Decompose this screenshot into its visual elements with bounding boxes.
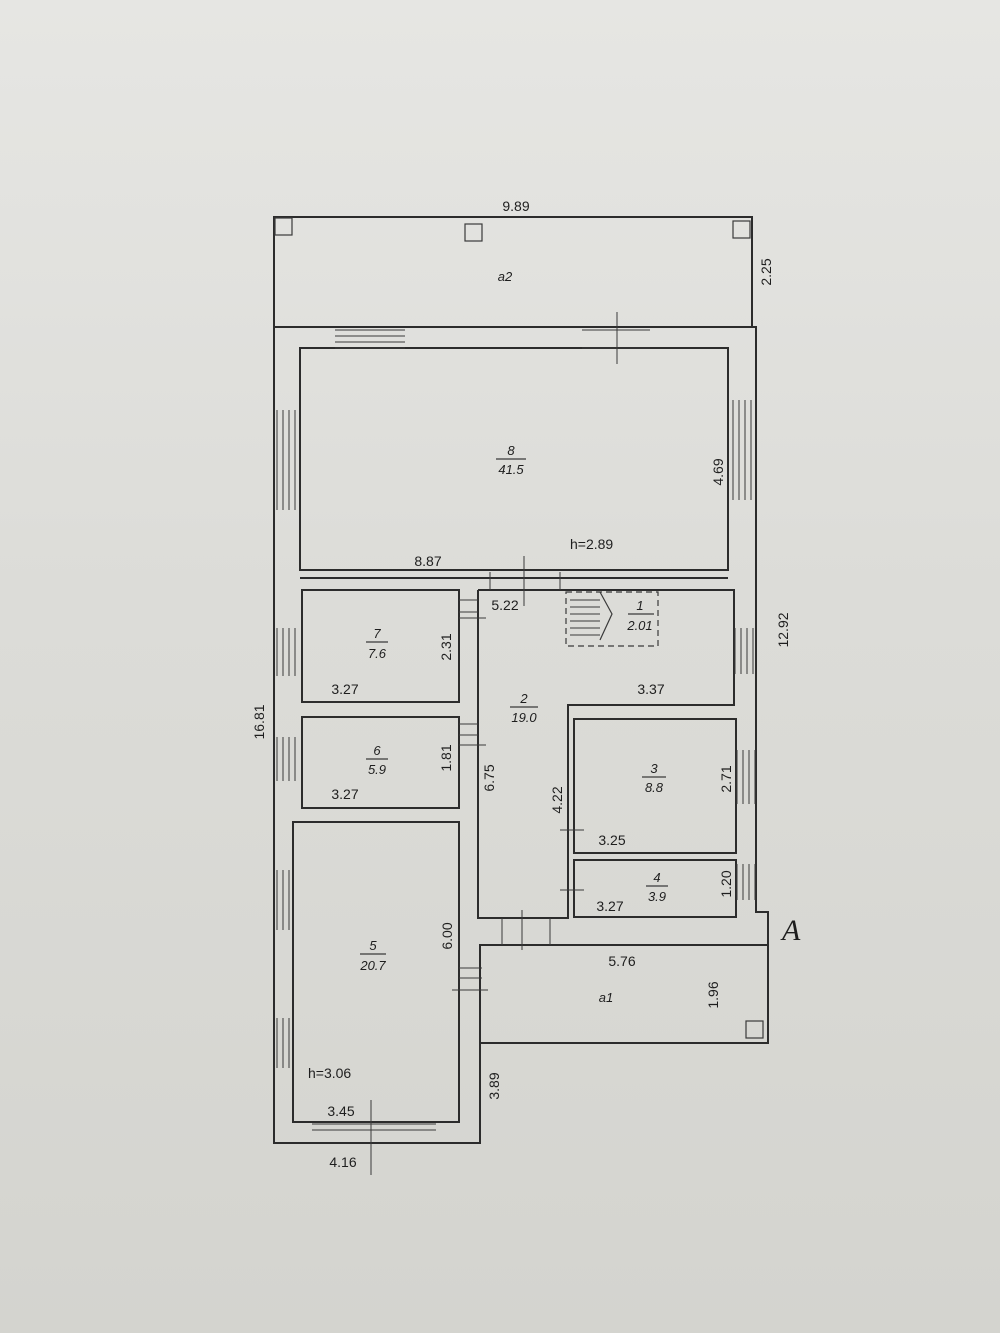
height-note-room-5: h=3.06 (308, 1065, 351, 1081)
room-3-number: 3 (650, 761, 658, 776)
dim-bottom-width: 4.16 (329, 1154, 356, 1170)
stair-outline (565, 591, 659, 647)
terrace-a2-label: a2 (498, 269, 513, 284)
terrace-a2-outline (273, 216, 753, 328)
room-3-label: 3 8.8 (642, 761, 666, 795)
room-3-area: 8.8 (645, 780, 664, 795)
room-2-number: 2 (519, 691, 528, 706)
terrace-a1-outline (479, 944, 769, 1044)
room-2-label: 2 19.0 (510, 691, 538, 725)
terrace-post (464, 223, 483, 242)
door-6-2 (459, 723, 486, 746)
dim-room-7-width: 3.27 (331, 681, 358, 697)
dim-3-37: 3.37 (637, 681, 664, 697)
house-outer-wall (273, 326, 769, 1144)
door-5-2 (452, 967, 488, 991)
room-4-label: 4 3.9 (646, 870, 668, 904)
room-3-outline (573, 718, 737, 854)
room-6-outline (301, 716, 460, 809)
window-right-1 (734, 628, 754, 674)
room-7-outline (301, 589, 460, 703)
window-bottom-5 (312, 1100, 436, 1175)
window-right-4 (736, 864, 756, 900)
window-left-6 (276, 737, 296, 781)
window-top-left (335, 329, 405, 349)
dim-terrace-a2-depth: 2.25 (758, 258, 774, 285)
dim-room-7-depth: 2.31 (438, 633, 454, 660)
section-mark-a: A (780, 914, 801, 947)
room-4-area: 3.9 (648, 889, 666, 904)
dim-room-3-depth: 2.71 (718, 765, 734, 792)
window-right-8 (732, 400, 752, 500)
dim-5-22: 5.22 (491, 597, 518, 613)
dim-room-8-depth: 4.69 (710, 458, 726, 485)
dim-room-8-width: 8.87 (414, 553, 441, 569)
room-8-outline (299, 347, 729, 571)
window-left-7 (276, 628, 296, 676)
dim-left-total: 16.81 (251, 704, 267, 739)
room-4-number: 4 (653, 870, 660, 885)
window-left-5b (276, 1018, 290, 1068)
door-entrance (501, 910, 551, 950)
dim-terrace-a1-depth: 1.96 (705, 981, 721, 1008)
room-6-label: 6 5.9 (366, 743, 388, 777)
dim-room-2-depth: 6.75 (481, 764, 497, 791)
terrace-a1-label: a1 (599, 990, 613, 1005)
room-7-label: 7 7.6 (366, 626, 388, 661)
dim-room-5-width: 3.45 (327, 1103, 354, 1119)
dim-overall-width: 9.89 (502, 198, 529, 214)
terrace-post (274, 217, 293, 236)
dim-room-6-depth: 1.81 (438, 744, 454, 771)
door-8-2 (489, 556, 561, 606)
door-top-right (582, 312, 650, 364)
room-7-area: 7.6 (368, 646, 387, 661)
room-1-number: 1 (636, 598, 643, 613)
dim-4-22: 4.22 (549, 786, 565, 813)
dim-room-3-width: 3.25 (598, 832, 625, 848)
door-7-2 (459, 599, 486, 619)
room-1-area: 2.01 (626, 618, 652, 633)
room-8-area: 41.5 (498, 462, 524, 477)
room-8-label: 8 41.5 (496, 443, 526, 477)
room-2-area: 19.0 (511, 710, 537, 725)
dim-terrace-a1-width: 5.76 (608, 953, 635, 969)
room-1-label: 1 2.01 (626, 598, 654, 633)
terrace-post (745, 1020, 764, 1039)
terrace-post (732, 220, 751, 239)
stair-arrow-icon (599, 591, 613, 641)
room-5-outline (292, 821, 460, 1123)
window-right-3 (736, 750, 756, 804)
room-5-label: 5 20.7 (359, 938, 386, 973)
dim-room-4-depth: 1.20 (718, 870, 734, 897)
room-5-area: 20.7 (359, 958, 386, 973)
dim-right-total: 12.92 (775, 612, 791, 647)
room-2-outline (477, 589, 735, 919)
dim-room-5-depth: 6.00 (439, 922, 455, 949)
room-5-number: 5 (369, 938, 377, 953)
room-6-number: 6 (373, 743, 381, 758)
room-4-outline (573, 859, 737, 918)
dim-room-6-width: 3.27 (331, 786, 358, 802)
room-8-number: 8 (507, 443, 515, 458)
room-6-area: 5.9 (368, 762, 386, 777)
dim-3-89: 3.89 (486, 1072, 502, 1099)
room-7-number: 7 (373, 626, 381, 641)
height-note-room-8: h=2.89 (570, 536, 613, 552)
door-3-2 (560, 829, 584, 891)
dim-room-4-width: 3.27 (596, 898, 623, 914)
window-left-8 (276, 410, 296, 510)
window-left-5a (276, 870, 290, 930)
